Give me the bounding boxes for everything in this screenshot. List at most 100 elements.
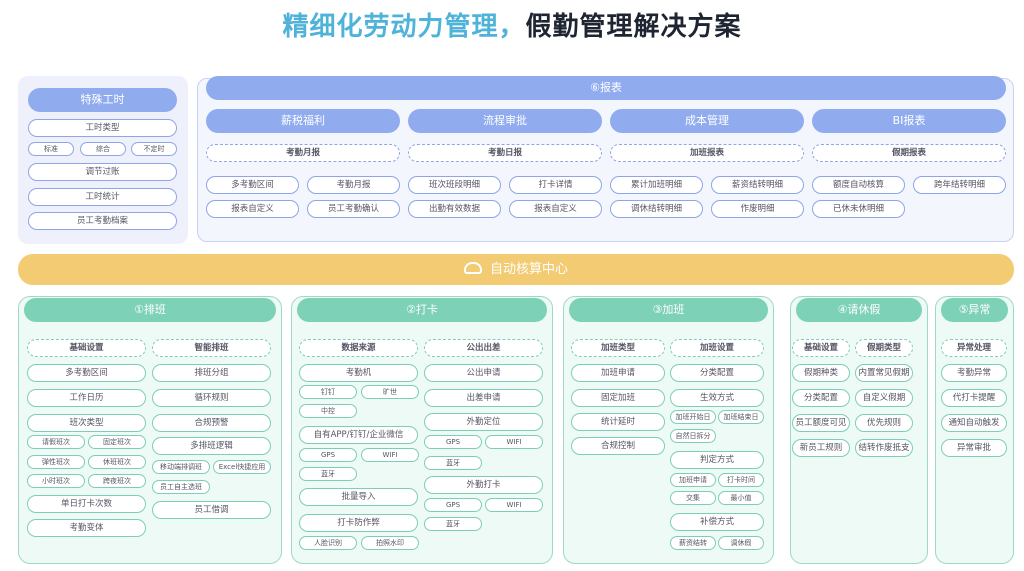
group-item: 考勤变体 xyxy=(27,519,146,537)
group-item: 蓝牙 xyxy=(424,517,482,531)
report-section-header: 薪税福利 xyxy=(206,109,400,133)
group-item: 钉钉 xyxy=(299,385,357,399)
group-item: 加班设置 xyxy=(670,339,764,357)
group-item: 新员工规则 xyxy=(792,439,850,457)
group-item: 员工自主选班 xyxy=(152,480,210,494)
group-item: 结转作废抵支 xyxy=(855,439,913,457)
report-sub-header: 考勤日报 xyxy=(408,144,602,162)
group-item: 考勤机 xyxy=(299,364,418,382)
group-item: 多考勤区间 xyxy=(27,364,146,382)
group-item: 分类配置 xyxy=(670,364,764,382)
group-item: 批量导入 xyxy=(299,488,418,506)
group-item: 分类配置 xyxy=(792,389,850,407)
group-header: ⑤异常 xyxy=(941,298,1008,322)
group-item: 统计延时 xyxy=(571,413,665,431)
group-item: 员工借调 xyxy=(152,501,271,519)
group-item: 加班类型 xyxy=(571,339,665,357)
group-item: 调休假 xyxy=(718,536,764,550)
group-item: 基础设置 xyxy=(792,339,850,357)
group-item: 优先规则 xyxy=(855,414,913,432)
group-item: 交集 xyxy=(670,491,716,505)
group-item: 单日打卡次数 xyxy=(27,495,146,513)
report-sub-header: 假期报表 xyxy=(812,144,1006,162)
group-item: 蓝牙 xyxy=(299,467,357,481)
report-item: 已休未休明细 xyxy=(812,200,905,218)
special-item: 综合 xyxy=(80,142,126,156)
report-item: 打卡详情 xyxy=(509,176,602,194)
group-item: 固定加班 xyxy=(571,389,665,407)
group-item: 智能排班 xyxy=(152,339,271,357)
report-item: 出勤有效数据 xyxy=(408,200,501,218)
group-item: 代打卡提醒 xyxy=(941,389,1007,407)
report-item: 报表自定义 xyxy=(206,200,299,218)
group-item: Excel快捷应用 xyxy=(213,460,271,474)
group-item: 外勤打卡 xyxy=(424,476,543,494)
group-item: 通知自动触发 xyxy=(941,414,1007,432)
group-item: 休班班次 xyxy=(88,455,146,469)
special-item: 工时类型 xyxy=(28,119,177,137)
group-item: 出差申请 xyxy=(424,389,543,407)
group-item: 移动端排调班 xyxy=(152,460,210,474)
group-item: 蓝牙 xyxy=(424,456,482,470)
group-item: 自定义假期 xyxy=(855,389,913,407)
group-item: 合规预警 xyxy=(152,414,271,432)
group-item: 拍照水印 xyxy=(361,536,419,550)
group-item: 请假班次 xyxy=(27,435,85,449)
group-item: 工作日历 xyxy=(27,389,146,407)
group-item: 跨夜班次 xyxy=(88,474,146,488)
group-item: 加班结束日 xyxy=(718,410,764,424)
group-item: 打卡防作弊 xyxy=(299,514,418,532)
group-item: 数据来源 xyxy=(299,339,418,357)
report-item: 累计加班明细 xyxy=(610,176,703,194)
cloud-icon xyxy=(463,262,482,274)
group-item: 基础设置 xyxy=(27,339,146,357)
group-item: 外勤定位 xyxy=(424,413,543,431)
group-item: 循环规则 xyxy=(152,389,271,407)
group-item: 考勤异常 xyxy=(941,364,1007,382)
report-item: 调休结转明细 xyxy=(610,200,703,218)
report-section-header: 成本管理 xyxy=(610,109,804,133)
auto-calc-center: 自动核算中心 xyxy=(18,254,1014,285)
group-item: 加班申请 xyxy=(571,364,665,382)
report-sub-header: 加班报表 xyxy=(610,144,804,162)
group-item: 自然日拆分 xyxy=(670,429,716,443)
group-item: 旷世 xyxy=(361,385,419,399)
special-item: 工时统计 xyxy=(28,188,177,206)
group-header: ③加班 xyxy=(569,298,768,322)
group-item: 假期种类 xyxy=(792,364,850,382)
report-item: 多考勤区间 xyxy=(206,176,299,194)
report-item: 员工考勤确认 xyxy=(307,200,400,218)
special-hours-header: 特殊工时 xyxy=(28,88,177,112)
group-item: 加班申请 xyxy=(670,473,716,487)
group-item: 异常处理 xyxy=(941,339,1007,357)
group-item: GPS xyxy=(424,435,482,449)
group-header: ②打卡 xyxy=(297,298,547,322)
group-header: ①排班 xyxy=(24,298,276,322)
group-item: GPS xyxy=(424,498,482,512)
report-item: 报表自定义 xyxy=(509,200,602,218)
group-item: 自有APP/钉钉/企业微信 xyxy=(299,426,418,444)
group-item: 中控 xyxy=(299,404,357,418)
group-item: 生效方式 xyxy=(670,389,764,407)
group-item: 多排班逻辑 xyxy=(152,437,271,455)
group-item: 排班分组 xyxy=(152,364,271,382)
report-item: 跨年结转明细 xyxy=(913,176,1006,194)
group-item: 最小值 xyxy=(718,491,764,505)
group-item: 人脸识别 xyxy=(299,536,357,550)
group-item: 假期类型 xyxy=(855,339,913,357)
group-item: 小时班次 xyxy=(27,474,85,488)
group-item: 补偿方式 xyxy=(670,513,764,531)
group-item: 内置常见假期 xyxy=(855,364,913,382)
report-item: 考勤月报 xyxy=(307,176,400,194)
special-item: 不定时 xyxy=(131,142,177,156)
group-item: 异常审批 xyxy=(941,439,1007,457)
group-item: 公出出差 xyxy=(424,339,543,357)
group-item: WIFI xyxy=(485,498,543,512)
report-item: 班次班段明细 xyxy=(408,176,501,194)
report-item: 薪资结转明细 xyxy=(711,176,804,194)
group-item: 固定班次 xyxy=(88,435,146,449)
page-title: 精细化劳动力管理，假勤管理解决方案 xyxy=(282,12,742,42)
group-item: 班次类型 xyxy=(27,414,146,432)
reports-header: ⑥报表 xyxy=(206,76,1006,100)
